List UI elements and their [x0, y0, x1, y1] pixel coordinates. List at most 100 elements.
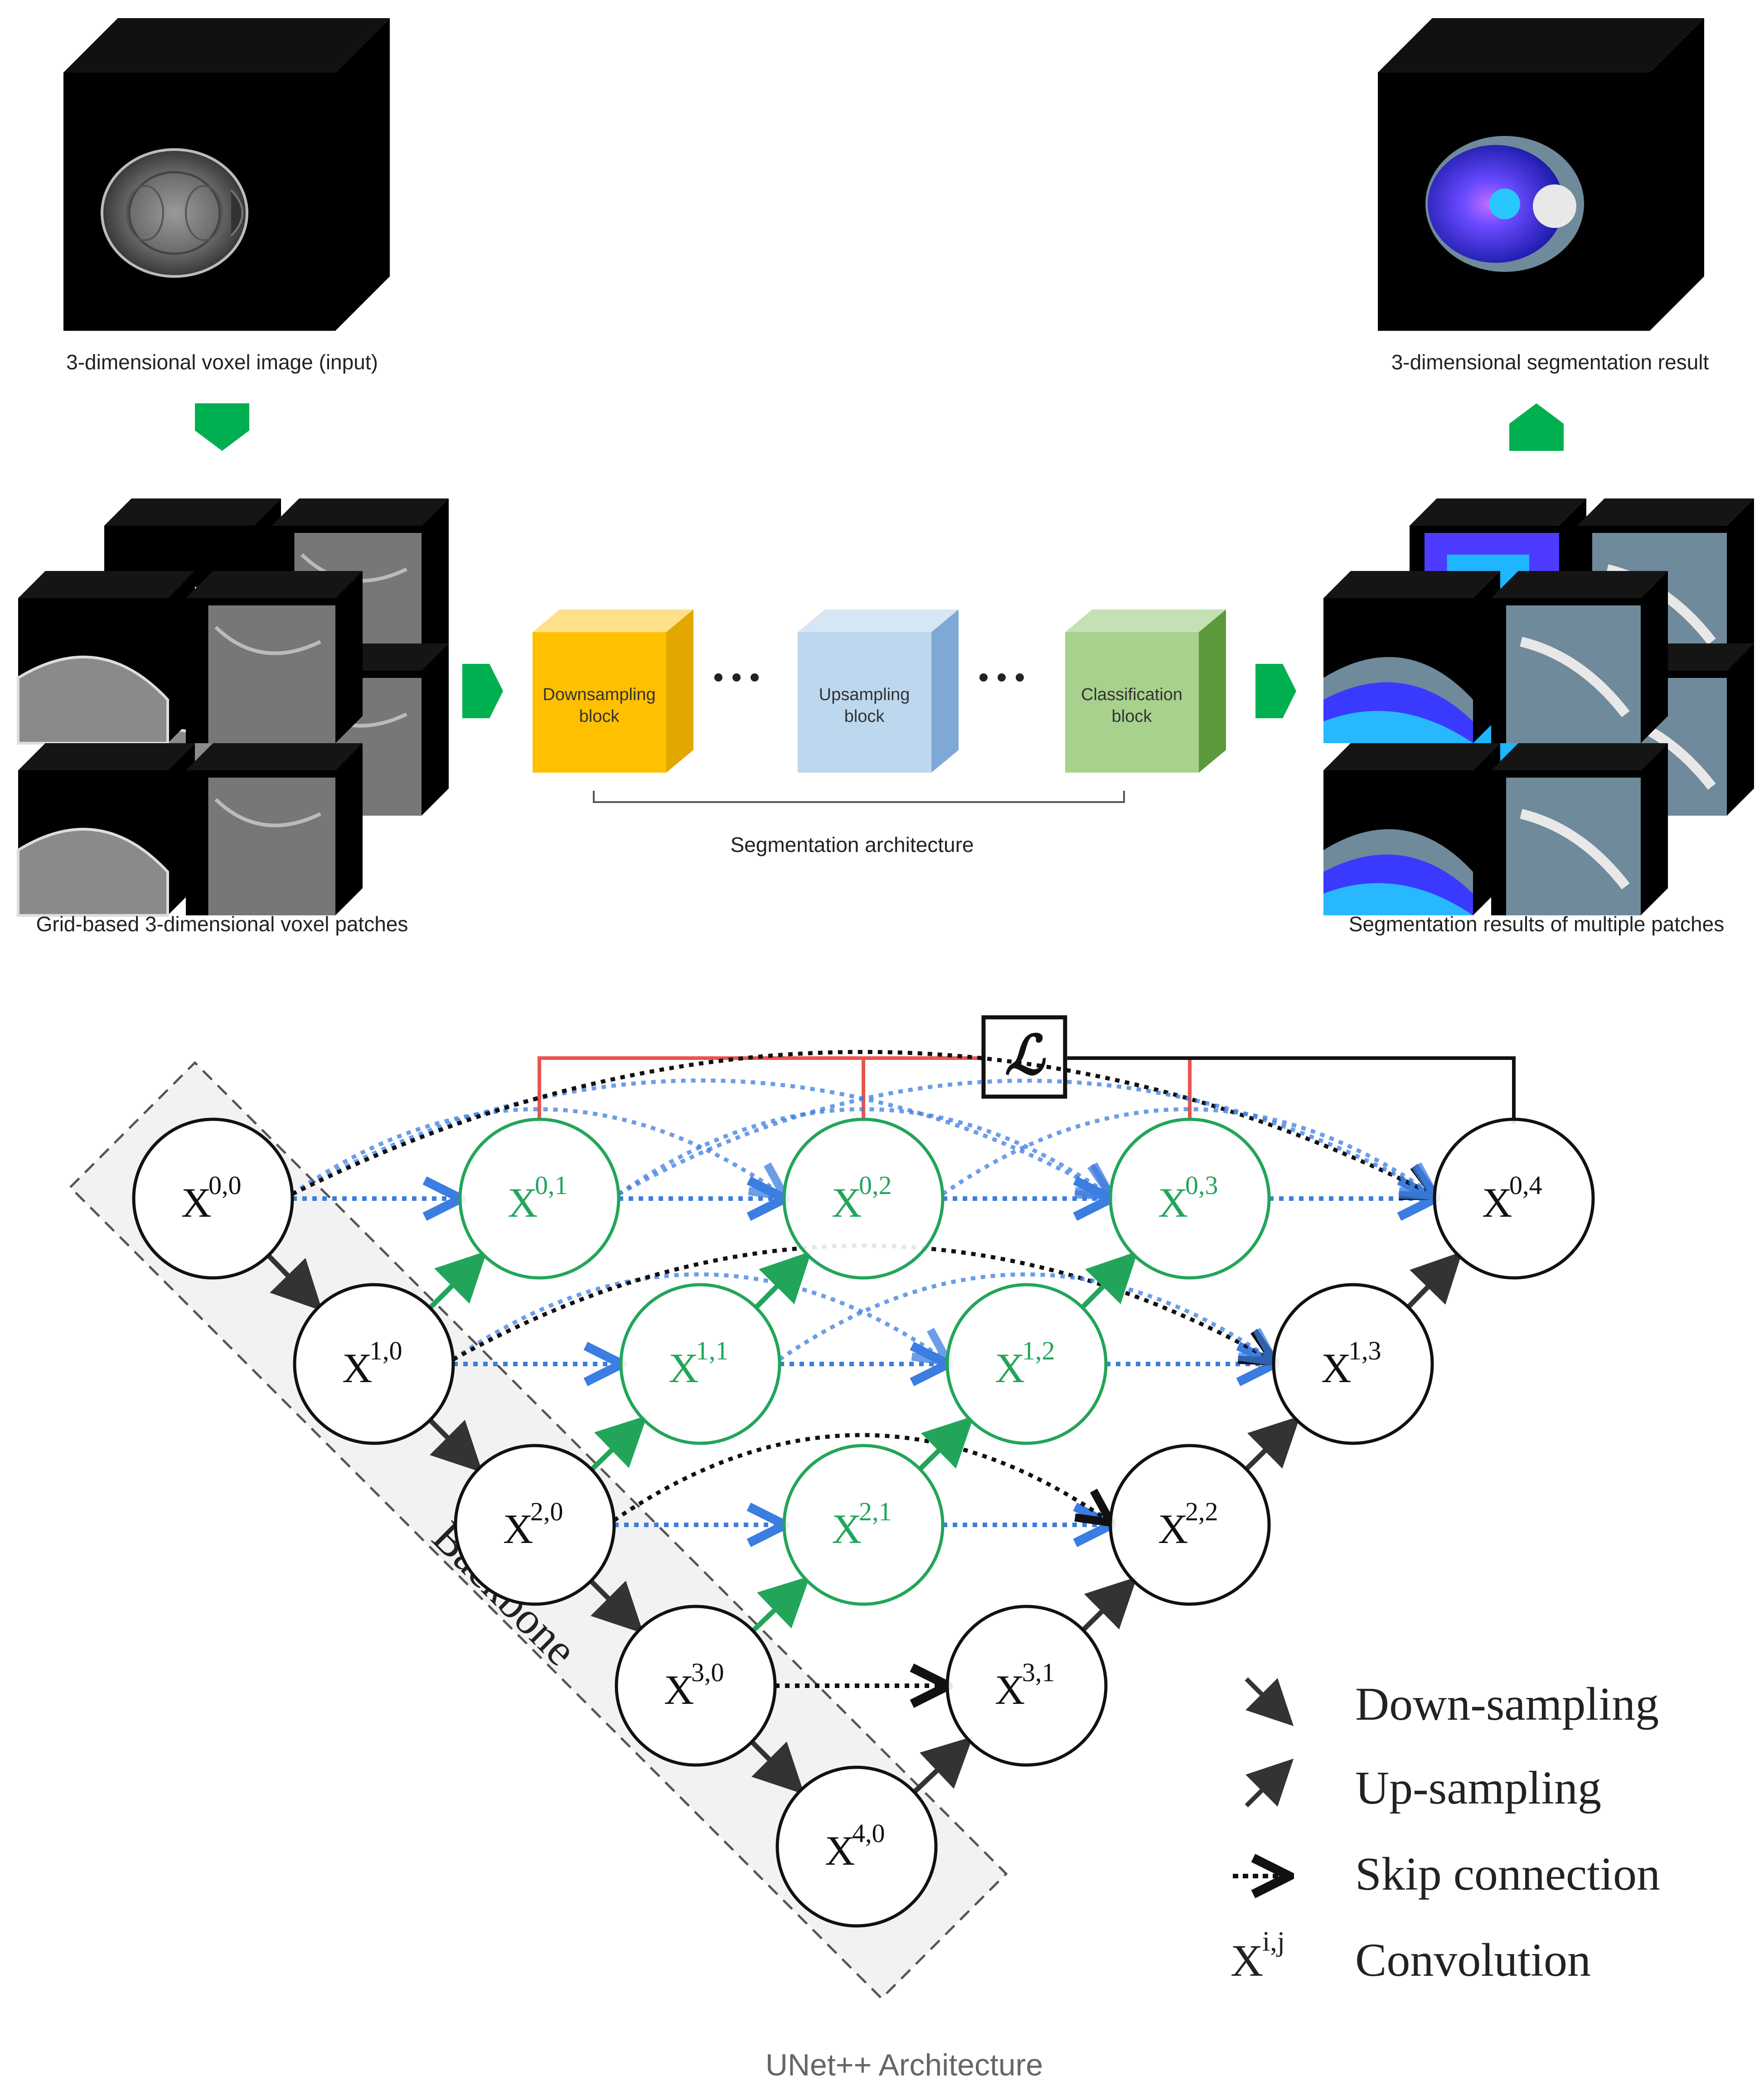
classification-label-line2: block [1112, 707, 1153, 726]
node-superscript: 0,2 [859, 1170, 892, 1200]
dense-skip-arc [291, 1050, 1432, 1194]
output-patch-cube [1323, 743, 1500, 915]
node-label: X [342, 1345, 372, 1391]
node-superscript: 3,1 [1022, 1658, 1055, 1687]
node-x-1-0: X1,0 [293, 1283, 455, 1445]
input-patch-cube [186, 571, 363, 743]
node-x-2-1: X2,1 [782, 1444, 945, 1606]
up-sampling-arrow [1080, 1251, 1138, 1310]
upsampling-block: Upsampling block [798, 609, 959, 773]
down-sampling-arrow [428, 1418, 483, 1473]
node-superscript: 2,0 [530, 1497, 563, 1526]
node-label: X [832, 1180, 862, 1226]
down-arrow-icon [1245, 1677, 1294, 1727]
node-x-1-3: X1,3 [1272, 1283, 1434, 1445]
legend-up-label: Up-sampling [1355, 1762, 1601, 1814]
node-x-0-1: X0,1 [458, 1117, 620, 1280]
node-x-3-0: X3,0 [615, 1605, 777, 1767]
node-x-0-0: X0,0 [132, 1117, 294, 1280]
node-label: X [1482, 1180, 1512, 1226]
up-sampling-arrow [751, 1576, 810, 1633]
downsampling-block: Downsampling block [533, 609, 693, 773]
node-label: X [669, 1345, 698, 1391]
node-x-3-1: X3,1 [945, 1605, 1108, 1767]
output-patch-cube [1323, 571, 1500, 743]
node-superscript: 2,1 [859, 1497, 892, 1526]
downsampling-label-line1: Downsampling [543, 685, 655, 704]
unetpp-section: Backbone ℒ X0,0X1,0X2,0X3,0X4,0X0,1X0,2X… [68, 1015, 1660, 2000]
mri-slice-image [101, 148, 248, 278]
input-label: 3-dimensional voxel image (input) [66, 350, 378, 374]
up-flow-arrow [1509, 403, 1564, 451]
ellipsis-1 [714, 673, 759, 682]
right-flow-arrow-in [462, 664, 503, 718]
down-flow-arrow [195, 403, 249, 451]
down-sampling-arrow [267, 1253, 323, 1311]
node-superscript: 1,0 [369, 1336, 402, 1365]
architecture-label: Segmentation architecture [731, 833, 974, 856]
node-label: X [995, 1667, 1025, 1713]
node-label: X [1158, 1180, 1188, 1226]
input-patch-cube [17, 743, 195, 917]
node-x-2-0: X2,0 [454, 1444, 616, 1606]
node-label: X [995, 1345, 1025, 1391]
output-patch-cube [1491, 571, 1668, 743]
node-label: X [1158, 1506, 1188, 1552]
loss-connections [538, 1056, 1516, 1124]
loss-box: ℒ [981, 1015, 1067, 1099]
legend-x-symbol: X [1231, 1935, 1263, 1986]
patches-label: Grid-based 3-dimensional voxel patches [36, 912, 408, 936]
legend-up-sampling: Up-sampling [1245, 1758, 1601, 1814]
down-sampling-arrow [750, 1740, 804, 1794]
node-superscript: 1,3 [1348, 1336, 1381, 1365]
node-label: X [832, 1506, 862, 1552]
up-sampling-arrow [918, 1416, 974, 1471]
up-sampling-arrow [590, 1415, 648, 1471]
upsampling-label-line1: Upsampling [819, 685, 910, 704]
legend-skip-connection: Skip connection [1233, 1848, 1660, 1900]
downsampling-label-line2: block [579, 707, 620, 726]
node-x-0-2: X0,2 [782, 1117, 945, 1280]
loss-symbol: ℒ [1005, 1025, 1046, 1086]
node-superscript: 0,1 [535, 1170, 568, 1200]
classification-block: Classification block [1065, 609, 1226, 773]
node-x-2-2: X2,2 [1109, 1444, 1271, 1606]
node-label: X [1321, 1345, 1351, 1391]
up-sampling-arrow [912, 1736, 973, 1794]
architecture-bracket [593, 791, 1125, 803]
output-patches [1323, 498, 1754, 915]
node-superscript: 3,0 [691, 1658, 724, 1687]
legend-convolution: X i,j Convolution [1231, 1926, 1591, 1986]
right-flow-arrow-out [1255, 664, 1296, 718]
dense-skip-arc [617, 1107, 1108, 1194]
results-label: Segmentation results of multiple patches [1349, 912, 1724, 936]
node-superscript: 4,0 [852, 1818, 885, 1848]
up-arrow-icon [1245, 1758, 1294, 1808]
up-sampling-arrow [1081, 1577, 1137, 1632]
input-patch-cube [17, 571, 195, 745]
dense-skip-arc [291, 1078, 1108, 1194]
legend: Down-sampling Up-sampling Skip connectio… [1231, 1677, 1660, 1986]
node-superscript: 1,2 [1022, 1336, 1055, 1365]
node-superscript: 2,2 [1185, 1497, 1218, 1526]
node-superscript: 0,4 [1509, 1170, 1542, 1200]
up-sampling-arrow [1244, 1416, 1300, 1471]
input-patch-cube [186, 743, 363, 915]
up-sampling-arrow [1406, 1251, 1463, 1309]
output-patch-cube [1491, 743, 1668, 915]
ellipsis-2 [979, 673, 1024, 682]
input-patches [17, 498, 449, 917]
down-sampling-arrow [589, 1579, 644, 1634]
legend-conv-label: Convolution [1355, 1934, 1591, 1986]
node-superscript: 0,0 [208, 1170, 242, 1200]
sampling-connections [267, 1251, 1463, 1794]
node-x-0-4: X0,4 [1433, 1117, 1595, 1280]
segmentation-slice-image [1425, 136, 1584, 272]
pipeline-section: 3-dimensional voxel image (input) 3-dime… [17, 18, 1754, 936]
node-superscript: 1,1 [696, 1336, 729, 1365]
output-label: 3-dimensional segmentation result [1391, 350, 1709, 374]
classification-label-line1: Classification [1081, 685, 1182, 704]
node-superscript: 0,3 [1185, 1170, 1218, 1200]
input-voxel-cube [63, 18, 390, 331]
